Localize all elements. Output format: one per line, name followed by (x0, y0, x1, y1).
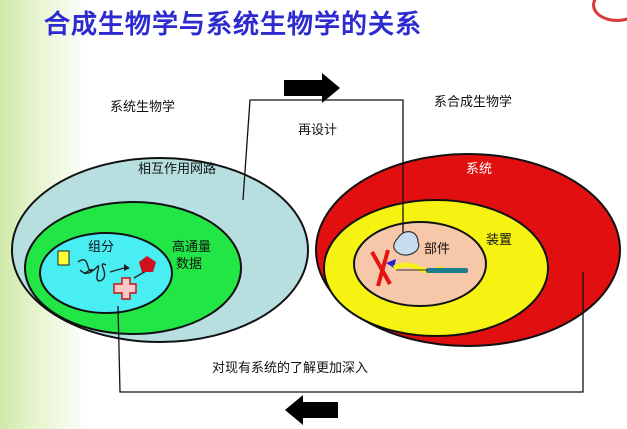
pentagon-icon (139, 256, 156, 272)
left-arrow-icon (285, 395, 338, 425)
page-title: 合成生物学与系统生物学的关系 (44, 10, 423, 40)
left-inner-ellipse (39, 232, 173, 314)
redesign-label: 再设计 (298, 123, 338, 138)
logo (592, 0, 627, 22)
right-heading: 系合成生物学 (434, 95, 513, 110)
feedback-connector (117, 272, 584, 393)
right-inner-label: 部件 (424, 242, 451, 257)
right-middle-label: 装置 (486, 233, 513, 248)
right-inner-ellipse (353, 221, 487, 307)
left-heading: 系统生物学 (110, 100, 176, 115)
interaction-arrow-head (124, 264, 130, 271)
left-outer-label: 相互作用网路 (138, 162, 217, 177)
blob-part-icon (393, 231, 420, 256)
teal-bar-part (426, 268, 468, 273)
left-middle-label-1: 高通量 (172, 240, 212, 255)
cross-shape-icon (113, 277, 137, 300)
right-outer-label: 系统 (466, 162, 493, 177)
interaction-arrow (109, 267, 125, 273)
component-square-icon (57, 250, 70, 266)
red-x-line (376, 249, 390, 287)
redesign-connector (242, 99, 404, 240)
scribble-molecule-icon (77, 259, 107, 282)
feedback-label: 对现有系统的了解更加深入 (212, 361, 369, 376)
left-middle-label-2: 数据 (176, 257, 203, 272)
interaction-arrow (133, 270, 147, 279)
right-arrow-icon (284, 73, 340, 103)
left-inner-label: 组分 (88, 240, 115, 255)
